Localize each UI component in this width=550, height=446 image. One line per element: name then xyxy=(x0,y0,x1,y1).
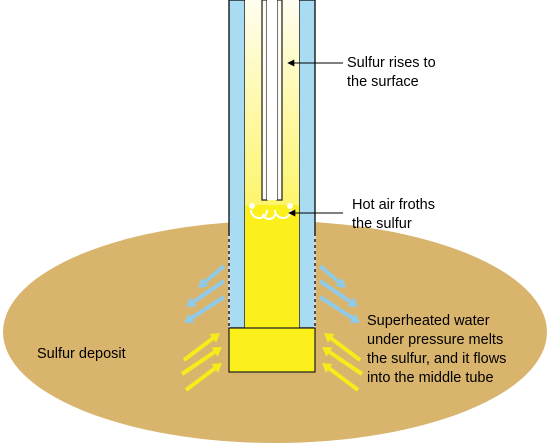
water-arrows-left-arrow-2 xyxy=(186,279,226,307)
label-sulfur-rises-line1: Sulfur rises to xyxy=(347,55,436,71)
label-hot-air-line2: the sulfur xyxy=(352,216,412,232)
water-arrows-left xyxy=(184,264,226,323)
pipe-outer-wall-left xyxy=(228,0,246,329)
label-sulfur-deposit: Sulfur deposit xyxy=(37,346,126,362)
sulfur-arrows-right-arrow-2 xyxy=(322,347,364,376)
label-sulfur-rises-line2: the surface xyxy=(347,74,419,90)
pipe-outer-wall-right xyxy=(298,0,316,329)
sulfur-arrows-left-arrow-1 xyxy=(182,333,220,362)
sulfur-arrows-left-arrow-3 xyxy=(184,363,222,392)
air-pipe xyxy=(267,0,277,200)
sulfur-chamber xyxy=(228,327,316,373)
froth-bubbles xyxy=(249,203,293,220)
molten-sulfur-lower xyxy=(245,205,299,328)
sulfur-arrows-left-arrow-2 xyxy=(180,347,222,376)
sulfur-arrows-left xyxy=(180,333,222,392)
middle-tube-left-wall xyxy=(261,0,268,201)
water-arrows-right-arrow-3 xyxy=(318,295,360,323)
label-superheated-line1: Superheated water xyxy=(367,313,490,329)
water-arrows-left-arrow-1 xyxy=(198,264,226,288)
middle-tube-right-wall xyxy=(276,0,283,201)
water-arrows-left-arrow-3 xyxy=(184,295,226,323)
sulfur-arrows-right xyxy=(322,333,364,392)
label-sulfur-rises: Sulfur rises to the surface xyxy=(347,54,436,92)
water-arrows-right-arrow-2 xyxy=(318,279,358,307)
sulfur-arrows-right-arrow-3 xyxy=(322,363,360,392)
label-superheated-line3: the sulfur, and it flows xyxy=(367,351,507,367)
label-superheated-line4: into the middle tube xyxy=(367,370,494,386)
label-hot-air-line1: Hot air froths xyxy=(352,197,435,213)
sulfur-arrows-right-arrow-1 xyxy=(324,333,362,362)
water-arrows-right-arrow-1 xyxy=(318,264,346,288)
label-superheated-line2: under pressure melts xyxy=(367,332,504,348)
label-superheated-water: Superheated water under pressure melts t… xyxy=(367,312,506,388)
water-arrows-right xyxy=(318,264,360,323)
label-hot-air: Hot air froths the sulfur xyxy=(352,196,435,234)
